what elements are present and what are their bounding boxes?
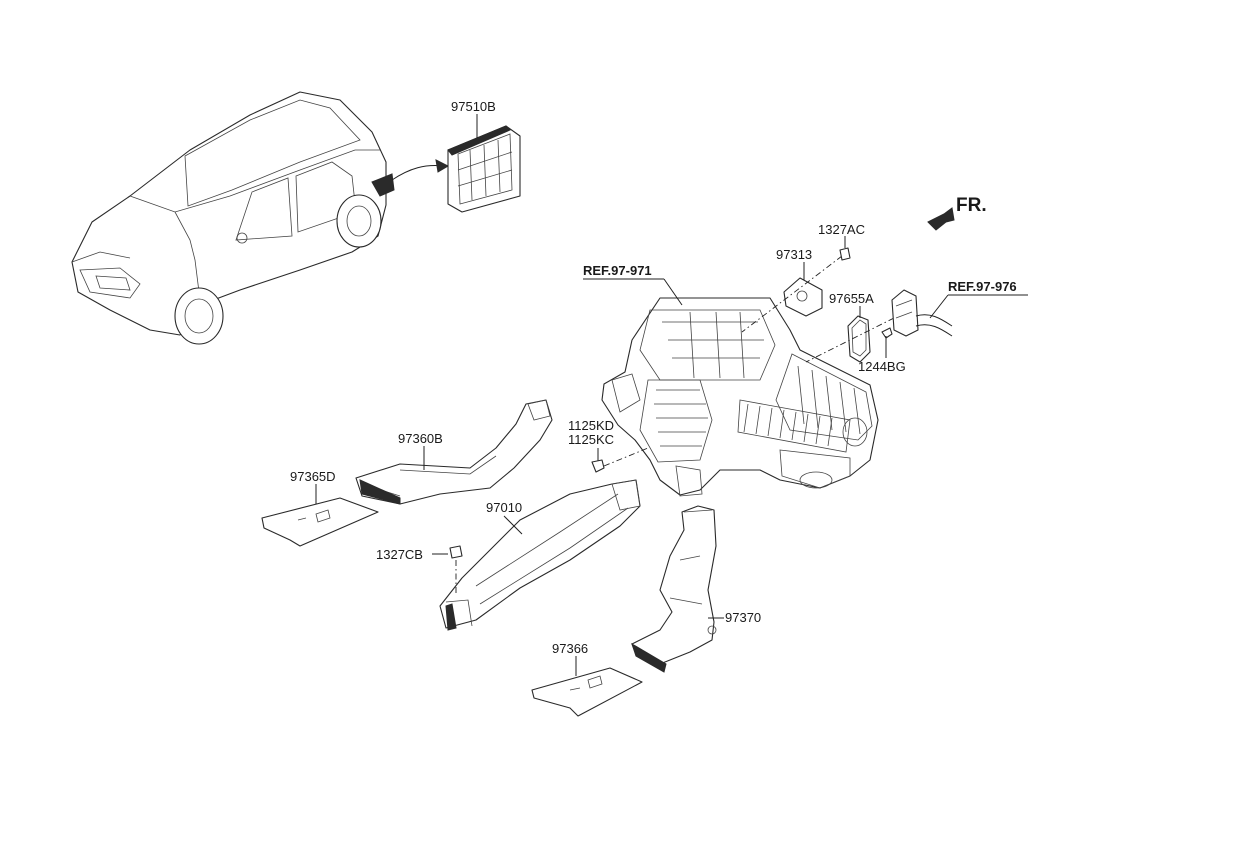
label-97655A: 97655A <box>829 291 874 306</box>
label-1327AC: 1327AC <box>818 222 865 237</box>
label-1244BG: 1244BG <box>858 359 906 374</box>
label-1125KC: 1125KC <box>568 432 614 447</box>
front-label: FR. <box>956 195 987 216</box>
leader-ref-97-971 <box>663 278 683 306</box>
foot-pad-97365D <box>261 497 379 547</box>
dash-line-97313 <box>741 255 843 333</box>
dash-line-97655A <box>805 311 907 363</box>
label-97366: 97366 <box>552 641 588 656</box>
duct-97360B <box>355 399 553 505</box>
label-97370: 97370 <box>725 610 761 625</box>
duct-97370 <box>631 505 717 673</box>
expansion-valve-fitting <box>891 289 953 337</box>
label-1125KD: 1125KD <box>568 418 614 433</box>
vehicle-illustration <box>71 91 450 345</box>
label-97313: 97313 <box>776 247 812 262</box>
dash-line-1125KD <box>603 447 649 467</box>
leader-97010 <box>503 515 523 535</box>
ref-label-97-976: REF.97-976 <box>948 279 1017 294</box>
label-97360B: 97360B <box>398 431 443 446</box>
front-direction-indicator: FR. <box>927 195 987 231</box>
hvac-unit-assembly <box>601 297 879 497</box>
gasket-97313 <box>783 277 823 317</box>
label-1327CB: 1327CB <box>376 547 423 562</box>
foot-pad-97366 <box>531 667 643 717</box>
screw-1244BG <box>881 327 893 339</box>
label-97365D: 97365D <box>290 469 336 484</box>
label-97510B: 97510B <box>451 99 496 114</box>
screw-1125KD <box>591 459 605 473</box>
rear-duct-97010 <box>439 479 641 631</box>
nut-1327CB <box>449 545 463 559</box>
ref-label-97-971: REF.97-971 <box>583 263 652 278</box>
seal-97655A <box>847 315 871 363</box>
cabin-air-filter-97510B <box>447 125 521 213</box>
nut-1327AC <box>839 247 851 261</box>
leader-ref-97-976 <box>929 294 949 319</box>
label-97010: 97010 <box>486 500 522 515</box>
